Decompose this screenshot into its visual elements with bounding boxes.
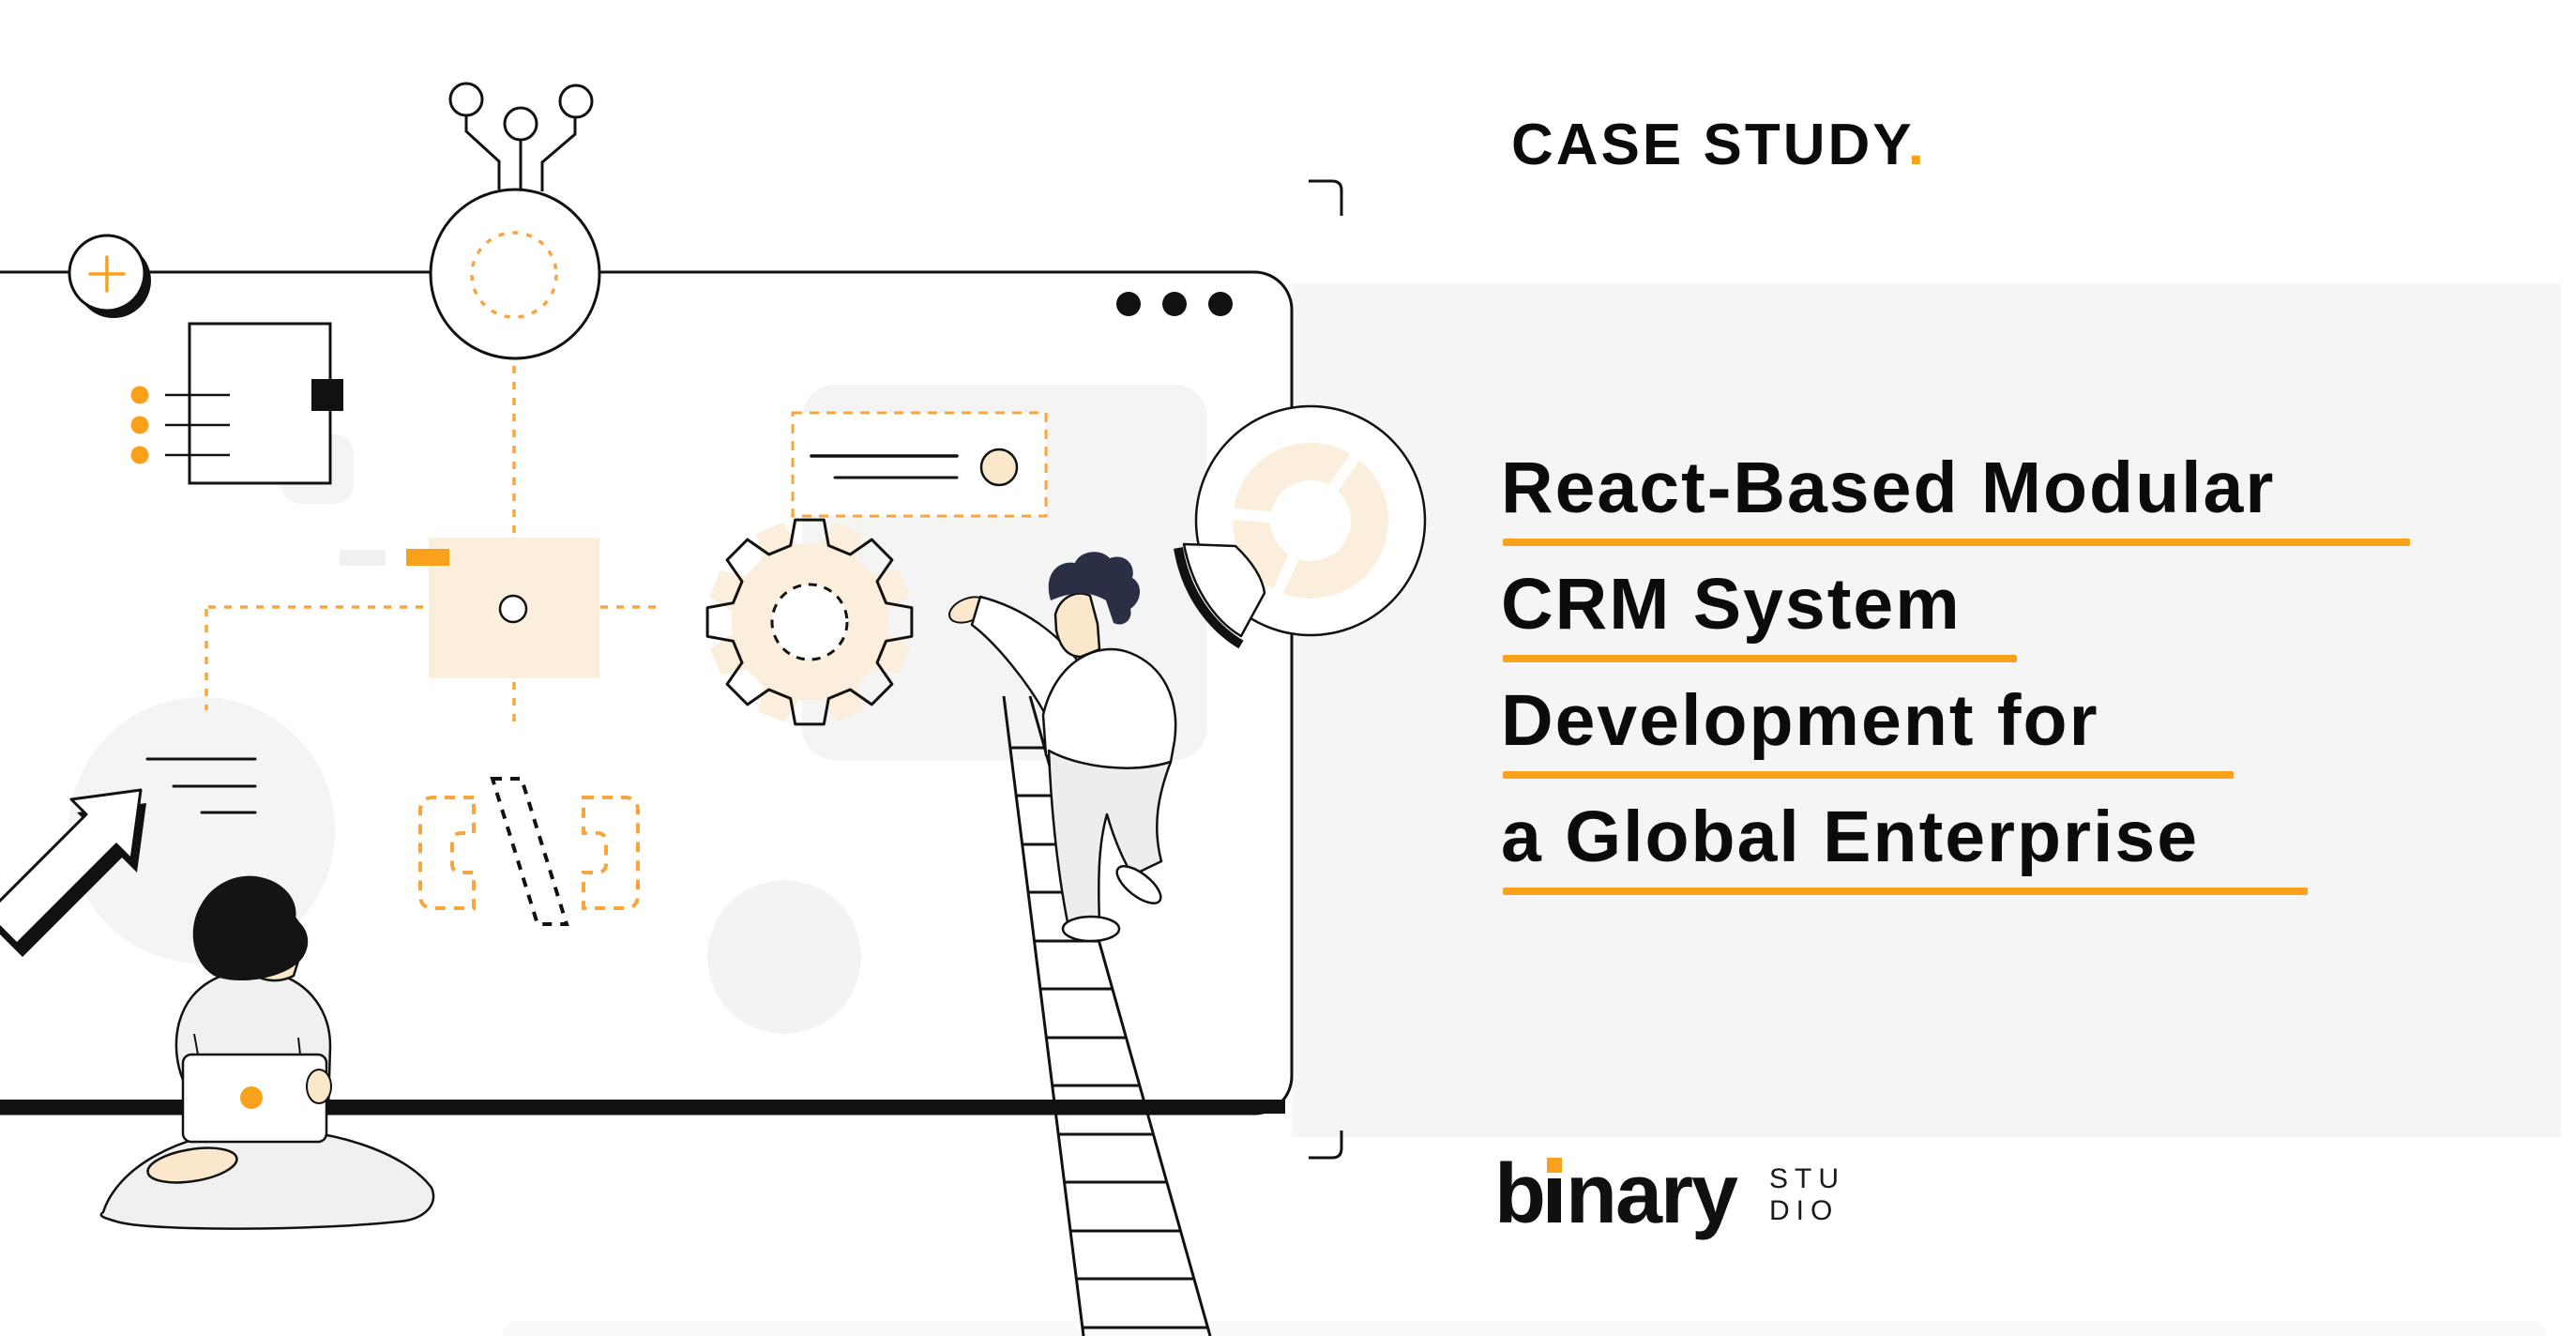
logo-i-glyph — [1546, 1158, 1562, 1222]
title-underline — [1503, 888, 2308, 895]
title-line-text: CRM System — [1501, 564, 1962, 645]
laptop-lid-lines — [193, 1033, 301, 1055]
window-dots-icon — [1116, 292, 1233, 316]
module-square — [340, 538, 599, 678]
logo-prefix: b — [1494, 1147, 1546, 1241]
title-line: CRM System — [1501, 559, 2275, 676]
bottom-strip — [502, 1321, 2547, 1336]
title-underline — [1503, 539, 2410, 546]
title-line-text: a Global Enterprise — [1501, 797, 2200, 877]
logo-suffix: nary — [1565, 1147, 1738, 1241]
donut-chart-icon — [1174, 404, 1427, 649]
code-brackets-icon — [418, 777, 640, 926]
gear-icon — [705, 518, 914, 726]
title-line-text: React-Based Modular — [1501, 448, 2276, 528]
kicker-text: CASE STUDY — [1511, 113, 1908, 177]
gray-circle — [707, 880, 861, 1034]
wedge-shadow — [1174, 547, 1244, 649]
man-figure — [948, 552, 1177, 943]
logo-i-dot — [1546, 1158, 1562, 1173]
title-underline — [1503, 655, 2017, 662]
chip-icon — [130, 322, 343, 485]
node-icon — [429, 82, 601, 360]
logo-studio-line2: DIO — [1769, 1195, 1840, 1226]
logo-i-stem — [1547, 1178, 1561, 1222]
logo-studio-text: STU DIO — [1769, 1163, 1845, 1227]
kicker: CASE STUDY. — [1511, 114, 1927, 176]
wedge-icon — [1182, 542, 1266, 638]
target-icon — [498, 594, 528, 624]
title-line: a Global Enterprise — [1501, 792, 2308, 908]
search-bar-icon — [791, 411, 1048, 518]
plus-icon — [68, 234, 151, 318]
title-line: Development for — [1501, 676, 2275, 792]
woman-figure — [99, 875, 435, 1230]
foot — [146, 1146, 238, 1184]
side-panel-background — [1292, 283, 2561, 1137]
laptop-icon — [181, 1053, 328, 1144]
kicker-period: . — [1907, 113, 1927, 177]
orange-bar — [406, 549, 449, 566]
title-underline — [1503, 771, 2234, 779]
page-title: React-Based Modular CRM System Developme… — [1501, 443, 2410, 908]
title-line: React-Based Modular — [1501, 443, 2410, 559]
arrow-icon — [0, 788, 146, 957]
logo-studio-line1: STU — [1769, 1163, 1845, 1194]
hand — [306, 1069, 332, 1104]
corner-marks — [1309, 179, 1343, 1160]
title-line-text: Development for — [1501, 680, 2099, 761]
crossed-legs — [99, 1128, 435, 1230]
